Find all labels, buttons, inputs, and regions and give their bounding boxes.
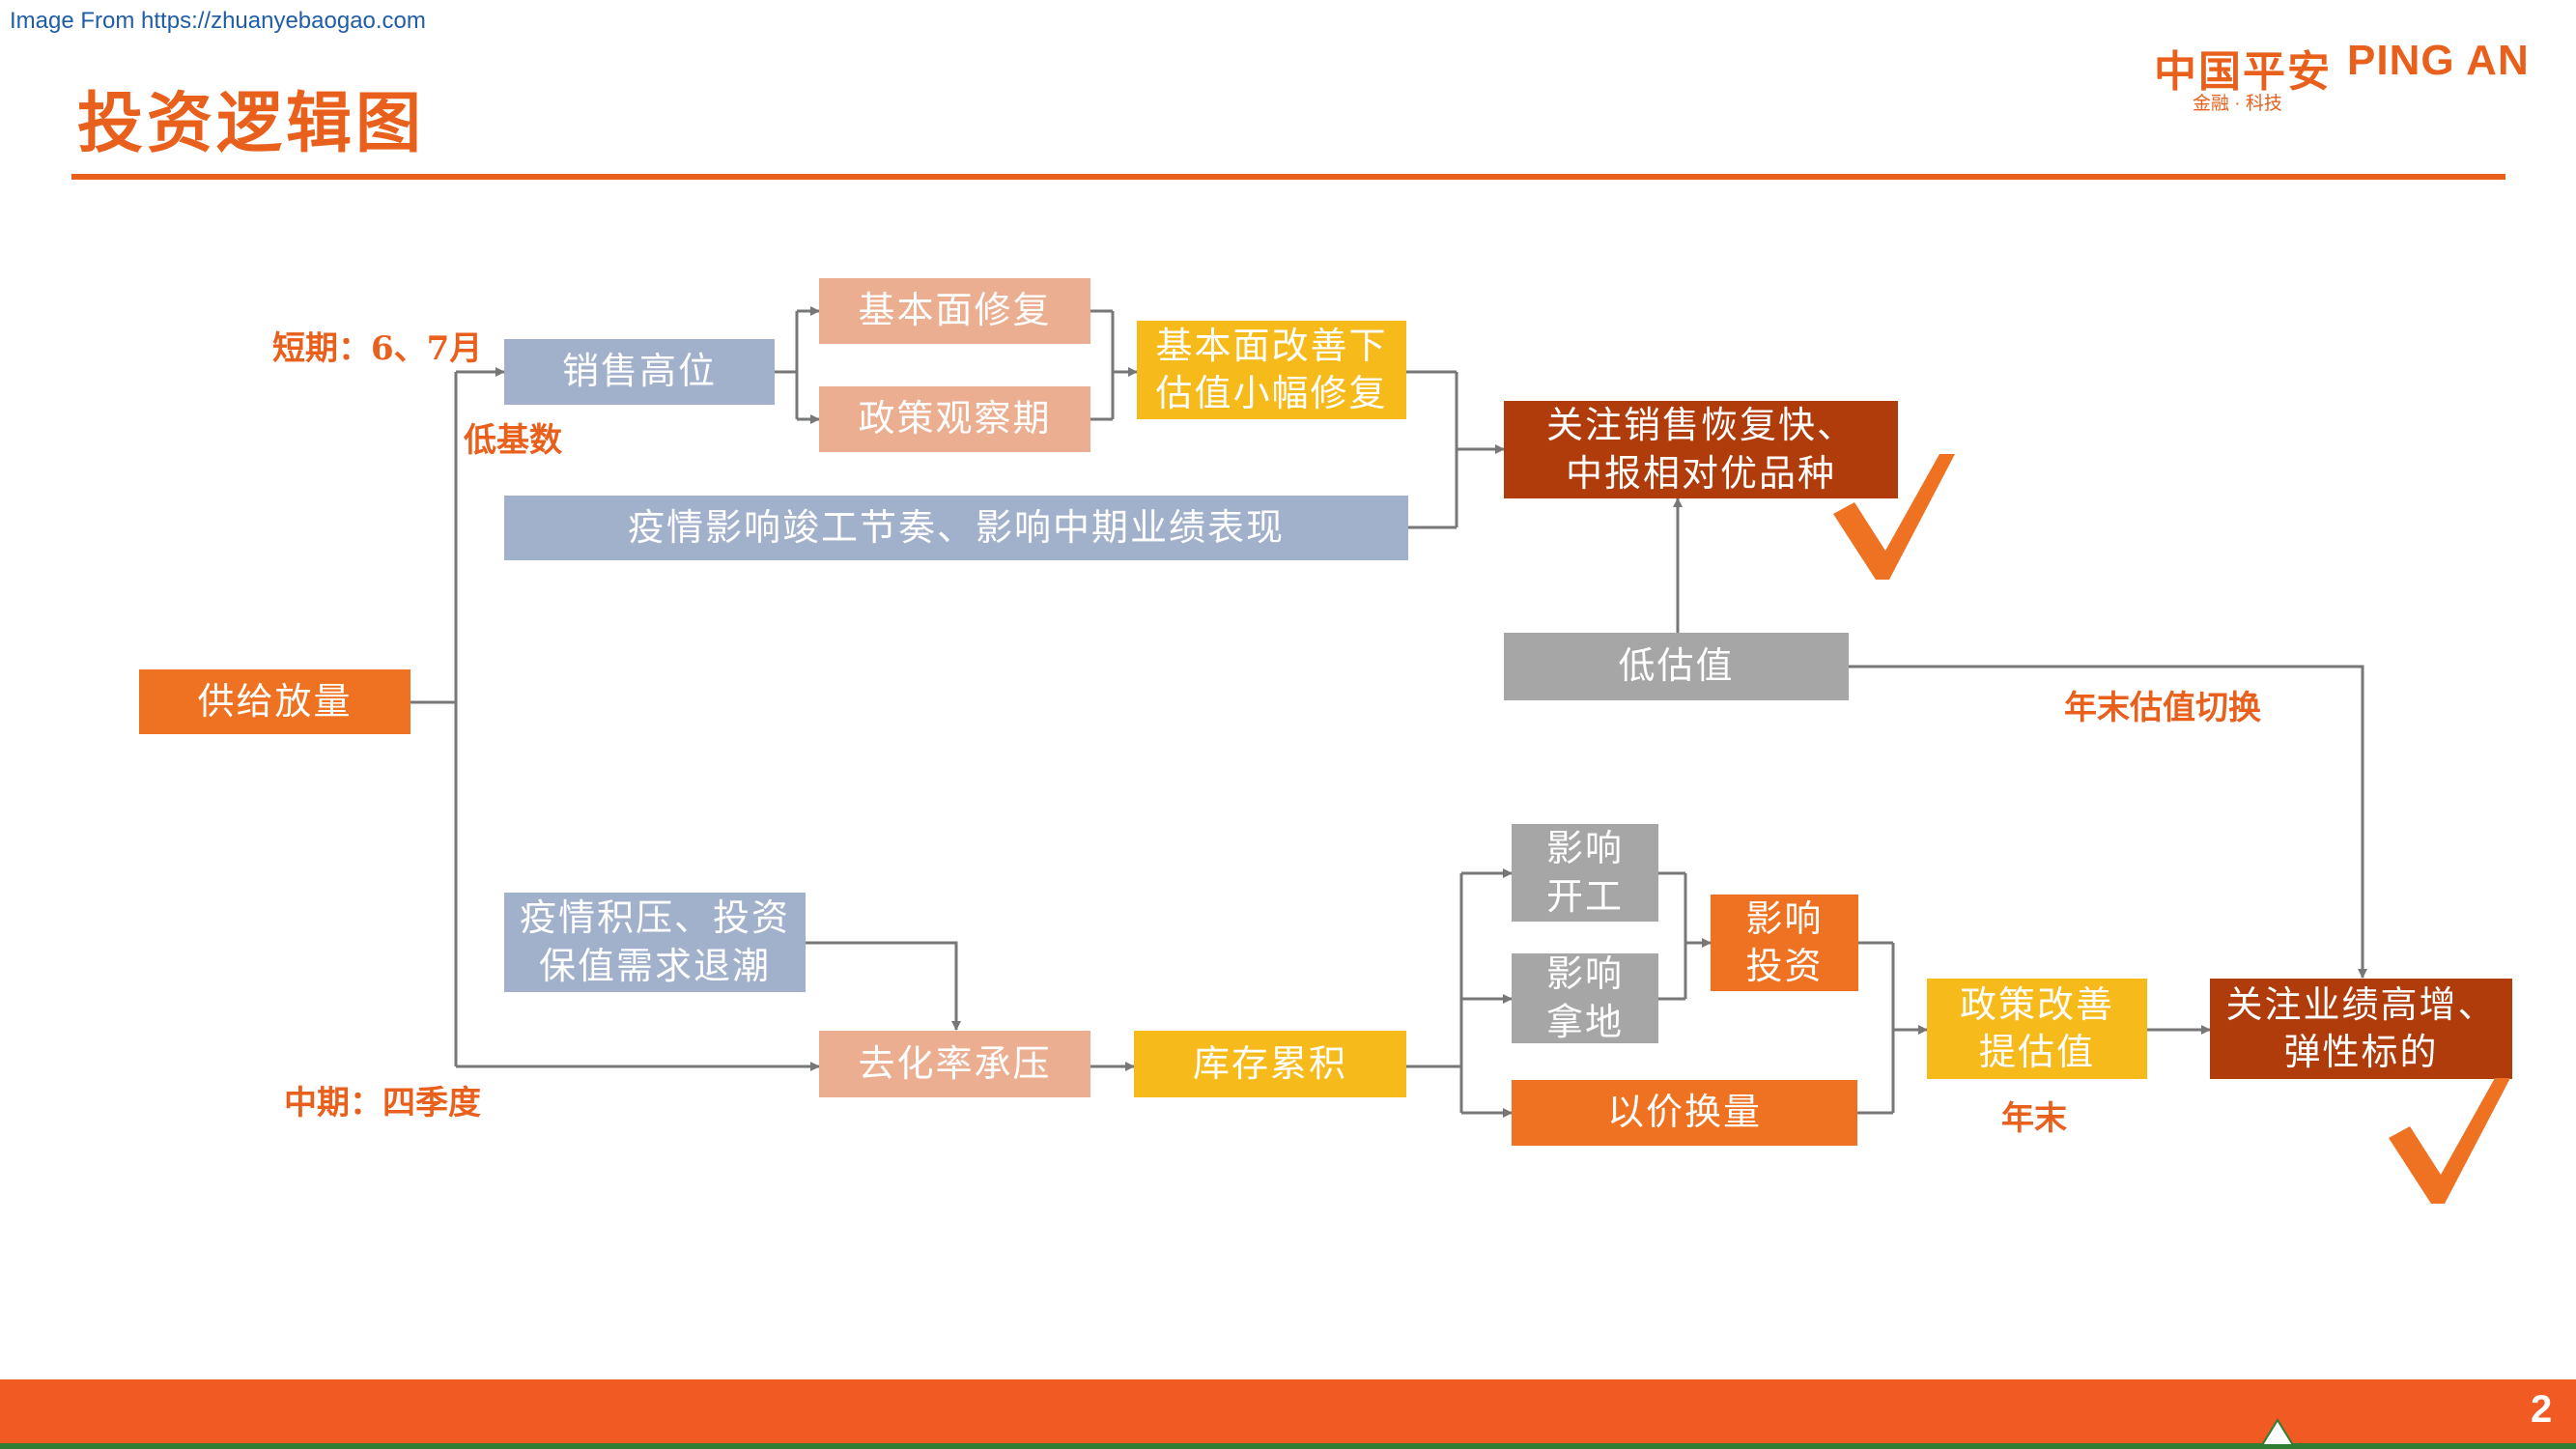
node-supply: 供给放量 xyxy=(139,669,410,734)
node-focus-growth: 关注业绩高增、 弹性标的 xyxy=(2210,979,2512,1079)
node-low-valuation: 低估值 xyxy=(1504,633,1849,700)
page-number: 2 xyxy=(2531,1388,2553,1431)
label-short-term: 短期：6、7月 xyxy=(272,329,483,368)
label-year-end: 年末 xyxy=(2001,1099,2067,1138)
node-inventory: 库存累积 xyxy=(1134,1031,1406,1097)
check-mark-icon xyxy=(1833,454,1955,580)
footer-logo-icon xyxy=(2260,1418,2295,1446)
node-epidemic-completion: 疫情影响竣工节奏、影响中期业绩表现 xyxy=(504,496,1408,560)
node-sales-high: 销售高位 xyxy=(504,339,775,405)
footer-accent-line xyxy=(0,1443,2576,1449)
node-affect-construction: 影响 开工 xyxy=(1512,824,1658,922)
node-fundamental-repair: 基本面修复 xyxy=(819,278,1090,344)
label-low-base: 低基数 xyxy=(464,421,562,460)
title-divider xyxy=(71,174,2505,180)
logo-en-text: PING AN xyxy=(2347,37,2530,84)
check-mark-icon xyxy=(2389,1078,2510,1204)
node-affect-investment: 影响 投资 xyxy=(1711,895,1858,991)
node-valuation-repair: 基本面改善下 估值小幅修复 xyxy=(1137,321,1406,419)
logo-cn-text: 中国平安 xyxy=(2154,48,2332,96)
node-focus-sales: 关注销售恢复快、 中报相对优品种 xyxy=(1504,401,1898,498)
label-year-end-switch: 年末估值切换 xyxy=(2064,689,2261,727)
label-mid-term: 中期：四季度 xyxy=(284,1084,481,1122)
node-epidemic-backlog: 疫情积压、投资 保值需求退潮 xyxy=(504,893,806,992)
logo-sub-text: 金融 · 科技 xyxy=(2193,94,2282,114)
watermark-text: Image From https://zhuanyebaogao.com xyxy=(10,8,426,34)
node-destock-pressure: 去化率承压 xyxy=(819,1031,1090,1097)
node-affect-land: 影响 拿地 xyxy=(1512,952,1658,1043)
page-title: 投资逻辑图 xyxy=(77,85,426,162)
node-policy-watch: 政策观察期 xyxy=(819,386,1090,452)
node-policy-improve: 政策改善 提估值 xyxy=(1927,979,2147,1079)
node-price-for-volume: 以价换量 xyxy=(1512,1080,1857,1146)
footer-bar xyxy=(0,1379,2576,1443)
